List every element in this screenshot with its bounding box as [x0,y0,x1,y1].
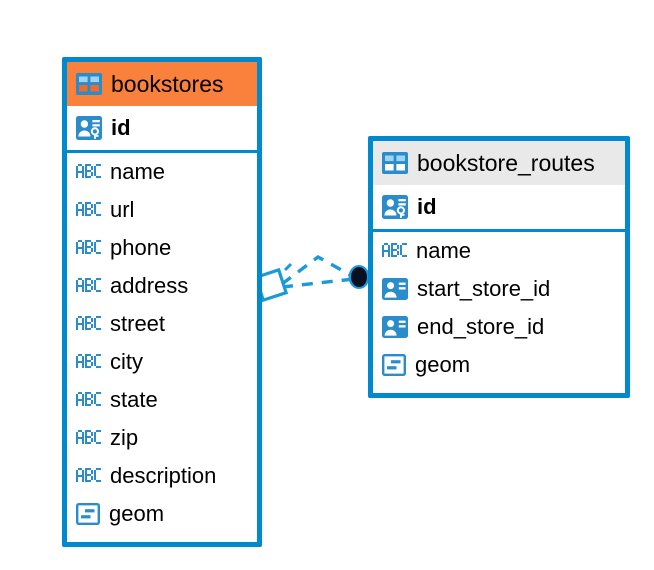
field-label: id [417,194,437,219]
abc-text-icon [76,164,101,180]
field-label: phone [110,235,172,260]
field-row-state[interactable]: state [67,381,257,419]
field-label: address [110,273,189,298]
entity-header-bookstore-routes[interactable]: bookstore_routes [373,141,625,185]
field-row-end-store-id[interactable]: end_store_id [373,308,625,346]
field-row-geom[interactable]: geom [67,495,257,533]
field-row-city[interactable]: city [67,343,257,381]
field-row-start-store-id[interactable]: start_store_id [373,270,625,308]
geometry-icon [76,503,101,526]
field-label: name [416,238,472,263]
field-row-address[interactable]: address [67,267,257,305]
abc-text-icon [76,354,101,370]
field-row-url[interactable]: url [67,191,257,229]
abc-text-icon [76,430,101,446]
abc-text-icon [76,278,101,294]
abc-text-icon [76,202,101,218]
entity-title: bookstores [111,70,224,97]
field-row-id[interactable]: id [67,106,257,150]
field-row-description[interactable]: description [67,457,257,495]
field-label: start_store_id [417,276,551,301]
field-row-street[interactable]: street [67,305,257,343]
field-label: street [110,311,166,336]
geometry-icon [382,354,407,377]
relationship-line-lower [281,277,355,289]
field-label: end_store_id [417,314,545,339]
field-label: url [110,197,135,222]
primary-key-icon [382,194,408,220]
field-row-id[interactable]: id [373,185,625,229]
entity-bookstore-routes[interactable]: bookstore_routes id [368,136,630,398]
field-label: id [111,115,131,140]
diamond-tick [283,262,293,272]
field-list-bookstore-routes: name start_store_id [373,232,625,384]
primary-key-divider [373,229,625,232]
relationship-line-upper [280,254,355,286]
field-label: description [110,463,217,488]
foreign-key-icon [382,278,408,300]
field-row-zip[interactable]: zip [67,419,257,457]
abc-text-icon [382,243,407,259]
entity-header-bookstores[interactable]: bookstores [67,62,257,106]
field-label: zip [110,425,139,450]
field-row-geom[interactable]: geom [373,346,625,384]
entity-title: bookstore_routes [417,149,595,176]
field-label: state [110,387,158,412]
table-icon [382,152,408,174]
table-icon [76,73,102,95]
abc-text-icon [76,316,101,332]
abc-text-icon [76,240,101,256]
filled-circle-marker [348,265,370,289]
field-label: geom [415,352,471,377]
field-row-name[interactable]: name [373,232,625,270]
field-label: city [110,349,143,374]
abc-text-icon [76,468,101,484]
field-row-phone[interactable]: phone [67,229,257,267]
primary-key-divider [67,150,257,153]
field-label: geom [109,501,165,526]
field-list-bookstores: name u [67,153,257,533]
field-row-name[interactable]: name [67,153,257,191]
field-label: name [110,159,166,184]
primary-key-icon [76,115,102,141]
foreign-key-icon [382,316,408,338]
entity-bookstores[interactable]: bookstores id [62,57,262,547]
abc-text-icon [76,392,101,408]
